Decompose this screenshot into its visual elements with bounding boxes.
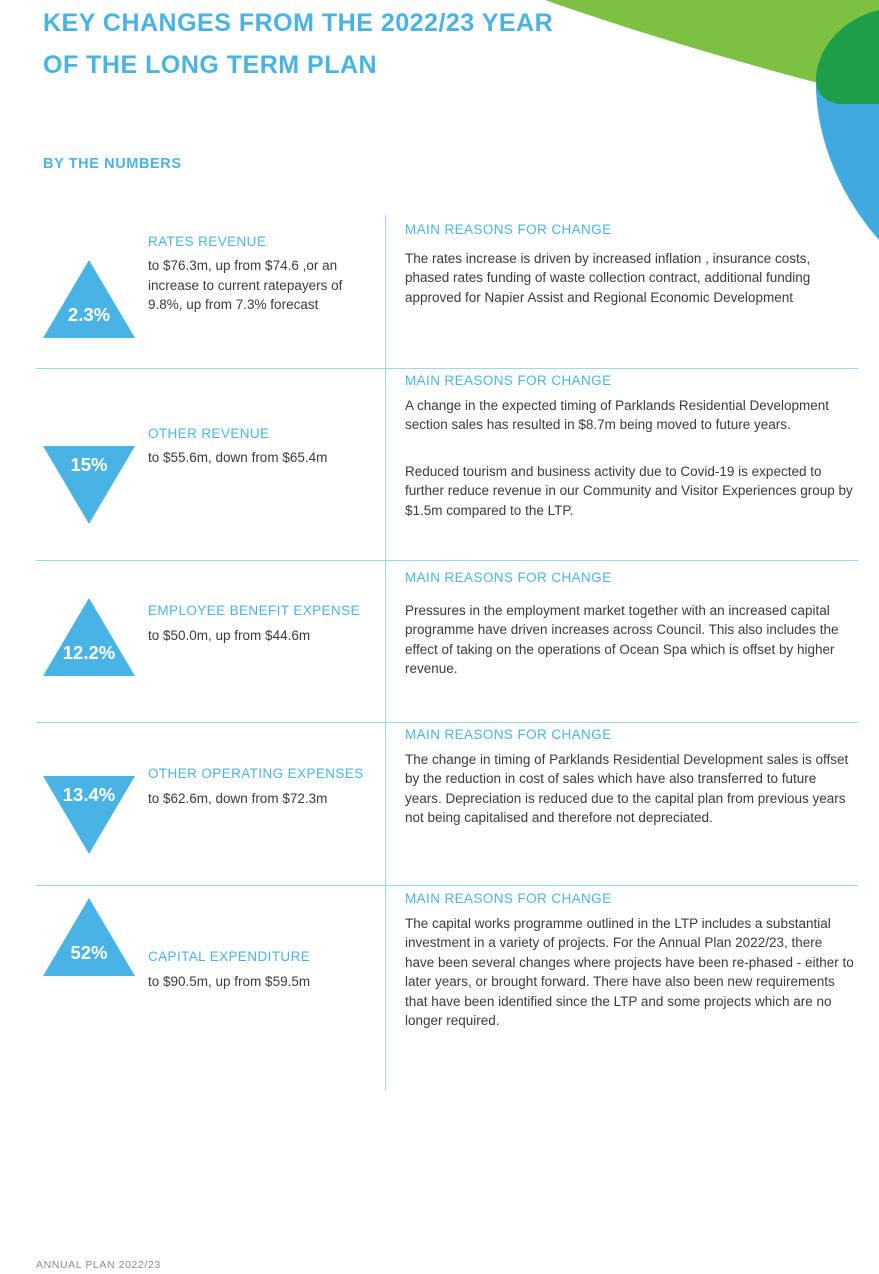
percent-change: 52% <box>70 942 108 963</box>
metric-description: to $76.3m, up from $74.6 ,or an increase… <box>148 258 343 312</box>
reasons-heading: MAIN REASONS FOR CHANGE <box>405 727 612 742</box>
row-divider <box>36 722 858 723</box>
blue-swoosh-shape <box>815 20 879 240</box>
percent-change: 15% <box>70 454 108 475</box>
metric-label: EMPLOYEE BENEFIT EXPENSE <box>148 603 360 618</box>
dark-green-shape <box>816 10 879 104</box>
column-divider <box>385 215 386 1090</box>
metric-label: RATES REVENUE <box>148 234 267 249</box>
reasons-heading: MAIN REASONS FOR CHANGE <box>405 570 612 585</box>
triangle-down-icon: 15% <box>43 446 135 524</box>
metric-label: CAPITAL EXPENDITURE <box>148 949 311 964</box>
metric-description: to $90.5m, up from $59.5m <box>148 974 311 989</box>
row-divider <box>36 560 858 561</box>
triangle-up-icon: 2.3% <box>43 260 135 338</box>
percent-change: 12.2% <box>62 642 116 663</box>
metric-label: OTHER REVENUE <box>148 426 270 441</box>
reasons-heading: MAIN REASONS FOR CHANGE <box>405 891 612 906</box>
row-divider <box>36 368 858 369</box>
percent-change: 13.4% <box>62 784 116 805</box>
percent-change: 2.3% <box>67 304 111 325</box>
metric-description: to $62.6m, down from $72.3m <box>148 791 328 806</box>
page-footer: ANNUAL PLAN 2022/23 <box>36 1259 161 1271</box>
reasons-text: Pressures in the employment market toget… <box>405 603 839 677</box>
page-title: KEY CHANGES FROM THE 2022/23 YEAR OF THE… <box>43 2 553 86</box>
green-swoosh-shape <box>545 0 879 98</box>
reasons-text: Reduced tourism and business activity du… <box>405 464 853 518</box>
reasons-text: A change in the expected timing of Parkl… <box>405 398 830 433</box>
triangle-down-icon: 13.4% <box>43 776 135 854</box>
section-subheading: BY THE NUMBERS <box>43 156 182 172</box>
triangle-up-icon: 52% <box>43 898 135 976</box>
metric-label: OTHER OPERATING EXPENSES <box>148 766 364 781</box>
reasons-text: The rates increase is driven by increase… <box>405 251 811 305</box>
title-line-1: KEY CHANGES FROM THE 2022/23 YEAR <box>43 9 554 37</box>
reasons-text: The change in timing of Parklands Reside… <box>405 752 849 826</box>
row-divider <box>36 885 858 886</box>
triangle-up-icon: 12.2% <box>43 598 135 676</box>
reasons-heading: MAIN REASONS FOR CHANGE <box>405 373 612 388</box>
reasons-heading: MAIN REASONS FOR CHANGE <box>405 222 612 237</box>
reasons-text: The capital works programme outlined in … <box>405 916 854 1029</box>
metric-description: to $50.0m, up from $44.6m <box>148 628 311 643</box>
title-line-2: OF THE LONG TERM PLAN <box>43 51 378 79</box>
metric-description: to $55.6m, down from $65.4m <box>148 450 328 465</box>
